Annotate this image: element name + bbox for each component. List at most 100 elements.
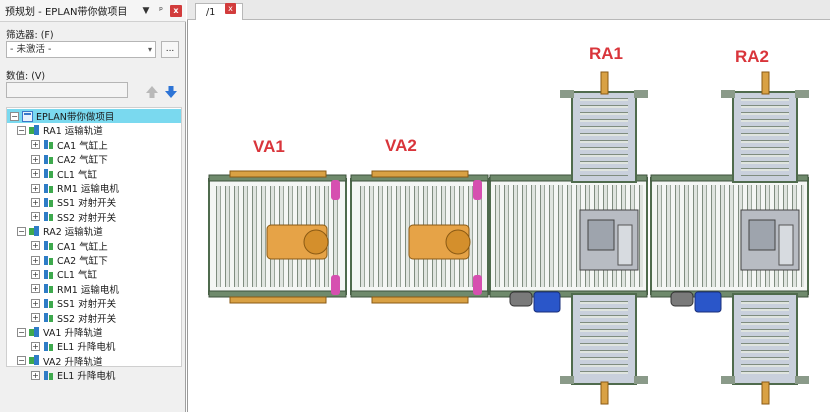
tree-item-label: CL1 气缸 bbox=[57, 169, 97, 181]
tree-item-label: CA2 气缸下 bbox=[57, 155, 108, 167]
label-ra1: RA1 bbox=[589, 44, 624, 63]
tree-device-item[interactable]: + CA1 气缸上 bbox=[7, 239, 108, 253]
tree-item-label: CL1 气缸 bbox=[57, 270, 97, 282]
tree-item-label: SS1 对射开关 bbox=[57, 299, 117, 311]
filter-select[interactable]: - 未激活 - ▾ bbox=[6, 41, 156, 58]
tree-item-label: RA1 运输轨道 bbox=[43, 126, 103, 138]
tab-label: /1 bbox=[206, 6, 216, 18]
structure-group-icon bbox=[29, 225, 40, 237]
expand-icon[interactable]: + bbox=[31, 197, 40, 207]
close-icon[interactable]: x bbox=[170, 4, 182, 17]
tree-device-item[interactable]: + CA2 气缸下 bbox=[7, 152, 108, 166]
tree-item-label: EL1 升降电机 bbox=[57, 371, 116, 383]
device-icon bbox=[43, 298, 54, 309]
structure-group-icon bbox=[29, 124, 40, 136]
arrow-down-icon[interactable] bbox=[163, 84, 179, 100]
device-icon bbox=[43, 139, 54, 150]
label-ra2: RA2 bbox=[735, 47, 770, 66]
device-icon bbox=[43, 283, 54, 294]
tree-device-item[interactable]: + SS1 对射开关 bbox=[7, 296, 116, 310]
collapse-icon[interactable]: − bbox=[10, 111, 19, 121]
tree-device-item[interactable]: + EL1 升降电机 bbox=[7, 339, 115, 353]
ra2-transport-conveyor[interactable] bbox=[650, 71, 809, 405]
tree-device-item[interactable]: + CA1 气缸上 bbox=[7, 138, 108, 152]
tree-device-item[interactable]: + EL1 升降电机 bbox=[7, 368, 115, 382]
collapse-icon[interactable]: − bbox=[17, 356, 26, 366]
expand-icon[interactable]: + bbox=[31, 284, 40, 294]
device-icon bbox=[43, 370, 54, 381]
collapse-icon[interactable]: − bbox=[17, 226, 26, 236]
va2-lift-conveyor[interactable] bbox=[350, 170, 489, 304]
structure-tree[interactable]: − EPLAN带你做项目 −RA1 运输轨道+CA1 气缸上+CA2 气缸下+C… bbox=[6, 107, 182, 382]
device-icon bbox=[43, 255, 54, 266]
tree-device-item[interactable]: + RM1 运输电机 bbox=[7, 181, 119, 195]
device-icon bbox=[43, 211, 54, 222]
tree-item-label: VA2 升降轨道 bbox=[43, 356, 103, 368]
tree-group-item[interactable]: − RA1 运输轨道 bbox=[7, 123, 103, 137]
layout-canvas[interactable]: VA1 VA2 RA1 RA2 bbox=[187, 20, 830, 412]
expand-icon[interactable]: + bbox=[31, 298, 40, 308]
collapse-icon[interactable]: − bbox=[17, 125, 26, 135]
value-label: 数值: (V) bbox=[6, 71, 46, 82]
layout-drawing bbox=[208, 71, 809, 405]
label-va1: VA1 bbox=[253, 137, 285, 156]
tree-item-label: SS2 对射开关 bbox=[57, 212, 117, 224]
tree-device-item[interactable]: + SS1 对射开关 bbox=[7, 195, 116, 209]
tree-item-label: SS1 对射开关 bbox=[57, 198, 117, 210]
ra1-transport-conveyor[interactable] bbox=[489, 71, 648, 405]
device-icon bbox=[43, 240, 54, 251]
expand-icon[interactable]: + bbox=[31, 169, 40, 179]
tree-device-item[interactable]: + RM1 运输电机 bbox=[7, 282, 119, 296]
chevron-down-icon: ▾ bbox=[147, 45, 152, 54]
close-icon[interactable]: x bbox=[225, 3, 236, 14]
expand-icon[interactable]: + bbox=[31, 241, 40, 251]
filter-browse-button[interactable]: ... bbox=[161, 41, 179, 58]
tree-device-item[interactable]: + SS2 对射开关 bbox=[7, 210, 116, 224]
pin-icon[interactable]: ᵖ bbox=[159, 5, 163, 16]
tree-root[interactable]: − EPLAN带你做项目 bbox=[7, 109, 181, 123]
expand-icon[interactable]: + bbox=[31, 370, 40, 380]
tree-group-item[interactable]: − VA1 升降轨道 bbox=[7, 325, 102, 339]
collapse-icon[interactable]: − bbox=[17, 327, 26, 337]
tree-item-label: EL1 升降电机 bbox=[57, 342, 116, 354]
tree-root-label: EPLAN带你做项目 bbox=[36, 112, 115, 123]
tree-item-label: VA1 升降轨道 bbox=[43, 328, 103, 339]
device-icon bbox=[43, 183, 54, 194]
tree-item-label: CA1 气缸上 bbox=[57, 241, 108, 253]
tree-device-item[interactable]: + SS2 对射开关 bbox=[7, 311, 116, 325]
label-va2: VA2 bbox=[385, 136, 417, 155]
expand-icon[interactable]: + bbox=[31, 269, 40, 279]
tree-group-item[interactable]: − VA2 升降轨道 bbox=[7, 354, 102, 368]
tree-item-label: RM1 运输电机 bbox=[57, 284, 119, 296]
va1-lift-conveyor[interactable] bbox=[208, 170, 347, 304]
filter-label: 筛选器: (F) bbox=[6, 30, 54, 41]
expand-icon[interactable]: + bbox=[31, 212, 40, 222]
structure-group-icon bbox=[29, 355, 40, 366]
device-icon bbox=[43, 168, 54, 179]
project-icon bbox=[22, 110, 33, 122]
device-icon bbox=[43, 312, 54, 323]
tree-item-label: RM1 运输电机 bbox=[57, 184, 119, 195]
device-icon bbox=[43, 269, 54, 280]
filter-value: - 未激活 - bbox=[10, 44, 52, 55]
document-tabbar: /1 x bbox=[187, 0, 830, 20]
dropdown-icon[interactable]: ▼ bbox=[142, 5, 150, 16]
device-icon bbox=[43, 197, 54, 208]
expand-icon[interactable]: + bbox=[31, 313, 40, 323]
tree-device-item[interactable]: +CA2 气缸下 bbox=[7, 253, 108, 267]
expand-icon[interactable]: + bbox=[31, 341, 40, 351]
tree-device-item[interactable]: + CL1 气缸 bbox=[7, 167, 97, 181]
tree-group-item[interactable]: −RA2 运输轨道 bbox=[7, 224, 103, 238]
expand-icon[interactable]: + bbox=[31, 183, 40, 193]
preplanning-panel: 预规划 - EPLAN带你做项目 ▼ ᵖ x 筛选器: (F) - 未激活 - … bbox=[0, 0, 186, 412]
value-input[interactable] bbox=[6, 82, 128, 98]
tree-item-label: SS2 对射开关 bbox=[57, 313, 117, 325]
arrow-up-icon[interactable] bbox=[144, 84, 160, 100]
panel-title: 预规划 - EPLAN带你做项目 bbox=[5, 7, 128, 18]
device-icon bbox=[43, 341, 54, 352]
tree-device-item[interactable]: + CL1 气缸 bbox=[7, 267, 97, 281]
expand-icon[interactable]: + bbox=[31, 140, 40, 150]
tree-item-label: CA1 气缸上 bbox=[57, 140, 108, 152]
expand-icon[interactable]: + bbox=[31, 154, 40, 164]
expand-icon[interactable]: + bbox=[31, 255, 40, 265]
